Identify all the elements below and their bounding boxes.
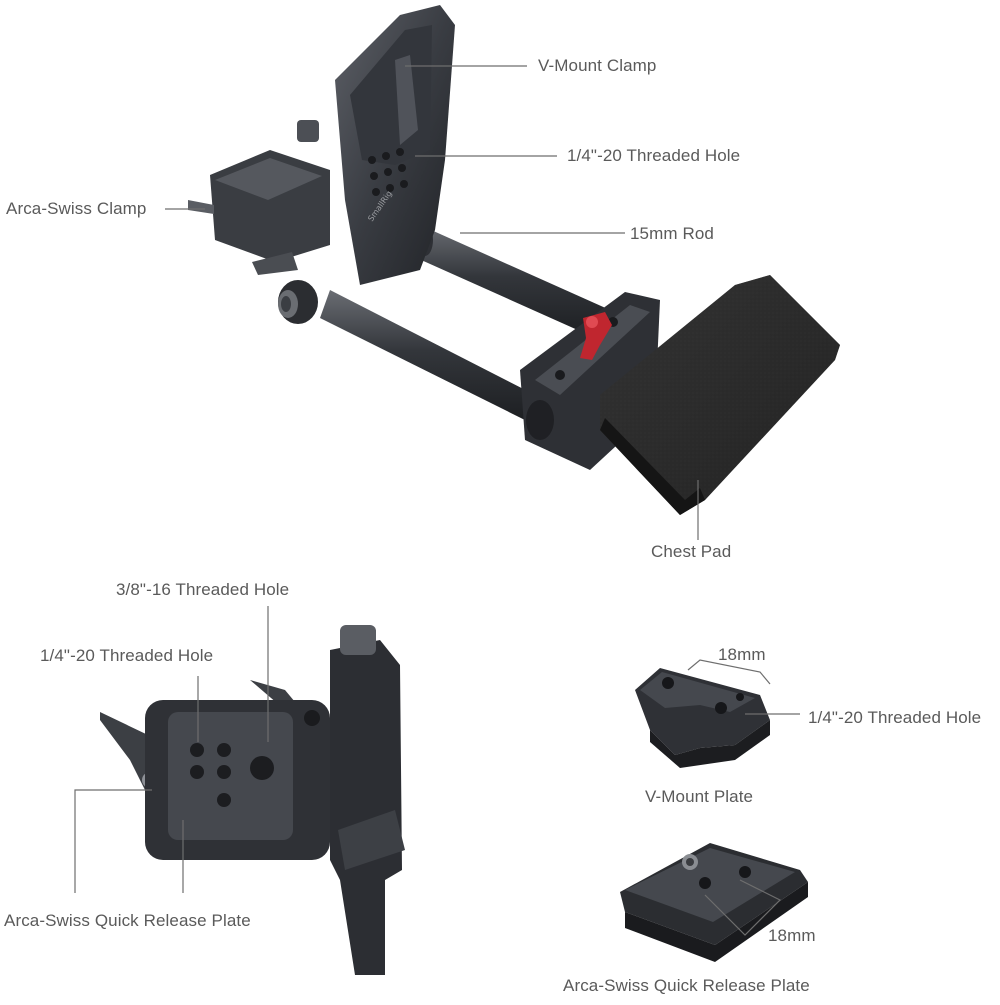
- label-arca-swiss-clamp: Arca-Swiss Clamp: [6, 199, 147, 218]
- label-threaded-hole-38: 3/8"-16 Threaded Hole: [116, 580, 290, 599]
- leader-arca-qr-plate-left: [74, 789, 152, 893]
- dim-line-18mm-arca: [704, 879, 782, 936]
- dim-line-18mm-vmount: [687, 659, 771, 685]
- label-18mm-arca: 18mm: [768, 926, 816, 945]
- label-15mm-rod: 15mm Rod: [630, 224, 714, 243]
- vmount-plate-detail: [635, 668, 770, 768]
- chest-pad-body: [600, 275, 840, 515]
- shoulder-rig-assembly: SmallRig: [188, 5, 840, 515]
- label-chest-pad: Chest Pad: [651, 542, 732, 561]
- label-threaded-hole-vmount-plate: 1/4"-20 Threaded Hole: [808, 708, 982, 727]
- label-vmount-plate: V-Mount Plate: [645, 787, 754, 806]
- label-threaded-hole-bottom-left: 1/4"-20 Threaded Hole: [40, 646, 214, 665]
- arca-swiss-clamp-body: [188, 150, 330, 324]
- label-vmount-clamp: V-Mount Clamp: [538, 56, 657, 75]
- label-arca-qr-plate-left: Arca-Swiss Quick Release Plate: [4, 911, 251, 930]
- label-arca-qr-plate-right: Arca-Swiss Quick Release Plate: [563, 976, 810, 995]
- arca-qr-plate-detail: [620, 843, 808, 962]
- vmount-clamp-body: SmallRig: [297, 5, 455, 285]
- arca-clamp-detail: [100, 625, 405, 975]
- label-threaded-hole-top: 1/4"-20 Threaded Hole: [567, 146, 741, 165]
- label-18mm-vmount: 18mm: [718, 645, 766, 664]
